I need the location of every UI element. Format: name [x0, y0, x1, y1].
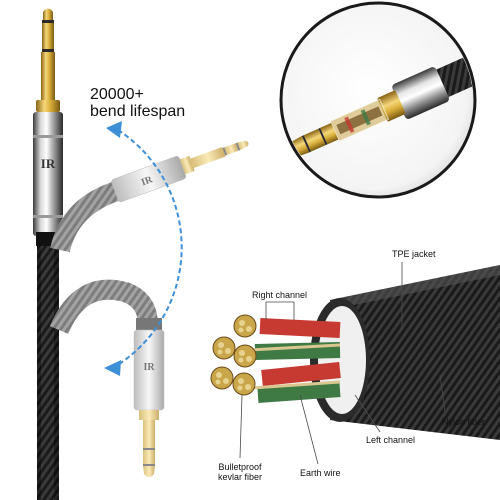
- zoom-lens-icon: [279, 1, 477, 199]
- label-right-channel: Right channel: [252, 290, 308, 300]
- bent-cable-ghost-lower: IR: [49, 279, 165, 477]
- main-cable: [33, 8, 63, 500]
- cable-cross-section: [210, 262, 500, 465]
- label-bulletproof-line2: kevlar fiber: [218, 472, 263, 482]
- bend-count: 20000+: [90, 86, 144, 103]
- bend-arrow-icon: [104, 121, 183, 376]
- label-bulletproof-line1: Bulletproof: [218, 462, 262, 472]
- label-nylon-fiber: Nylon fiber: [442, 417, 486, 427]
- brand-logo-ghost-lower: IR: [143, 362, 155, 373]
- brand-logo-ghost-upper: IR: [140, 174, 155, 188]
- brand-logo-main: IR: [41, 156, 56, 171]
- label-bulletproof-kevlar: Bulletproof kevlar fiber: [218, 462, 262, 482]
- label-left-channel: Left channel: [366, 435, 416, 445]
- bend-caption: bend lifespan: [90, 103, 186, 120]
- label-tpe-jacket: TPE jacket: [392, 249, 436, 259]
- bent-cable-ghost-upper: IR: [50, 140, 249, 253]
- bend-lifespan-callout: 20000+ bend lifespan: [90, 86, 185, 120]
- label-earth-wire: Earth wire: [300, 468, 341, 478]
